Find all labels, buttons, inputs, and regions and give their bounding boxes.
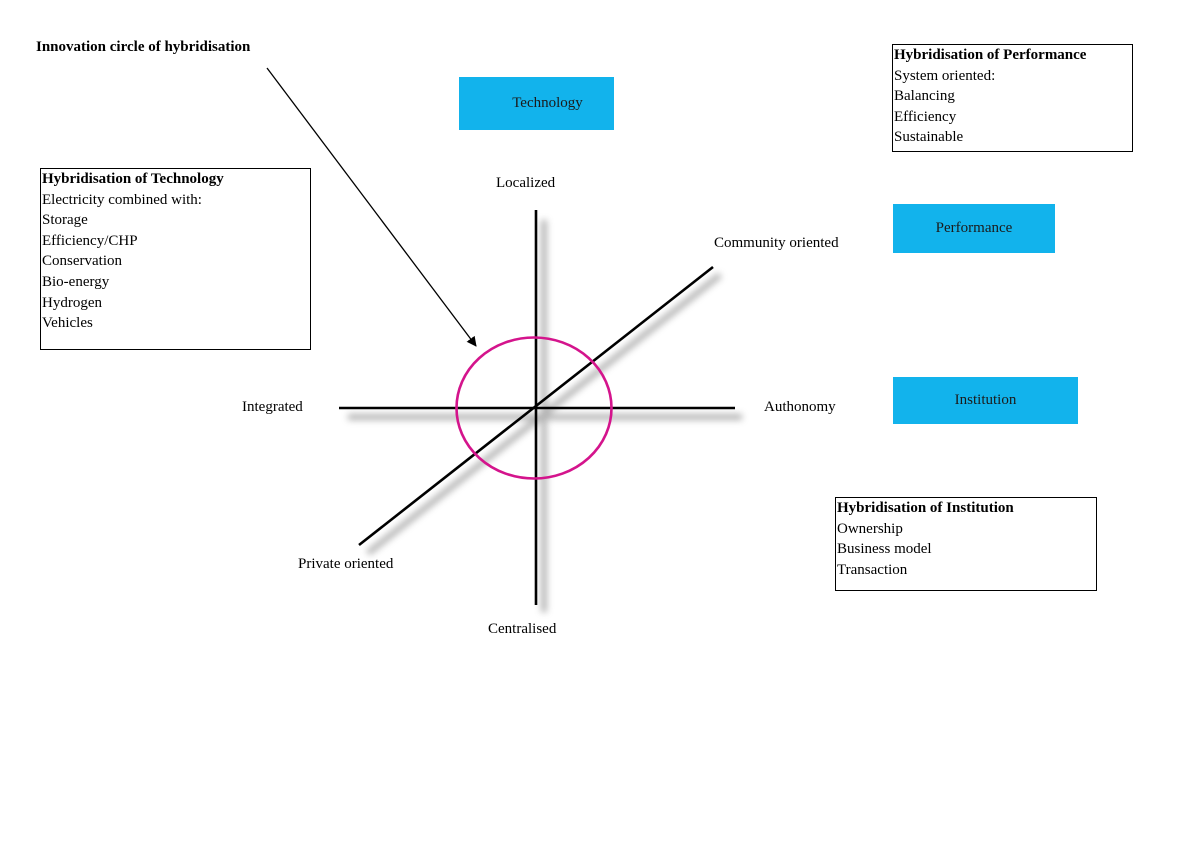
performance-info-item: Sustainable: [894, 129, 964, 146]
performance-dimension-box: Performance: [893, 204, 1055, 253]
axis-label-integrated: Integrated: [242, 399, 303, 415]
performance-info-box: Hybridisation of Performance System orie…: [892, 44, 1133, 152]
technology-info-box: Hybridisation of Technology Electricity …: [40, 168, 311, 350]
technology-info-heading: Hybridisation of Technology: [42, 171, 224, 187]
institution-dimension-box: Institution: [893, 377, 1078, 424]
diagram-title: Innovation circle of hybridisation: [36, 39, 251, 55]
institution-info-box: Hybridisation of Institution Ownership B…: [835, 497, 1097, 591]
technology-info-item: Bio-energy: [42, 273, 110, 290]
pointer-arrow: [266, 67, 477, 347]
institution-info-item: Business model: [837, 541, 932, 558]
technology-info-item: Storage: [42, 212, 88, 229]
institution-info-item: Transaction: [837, 561, 908, 578]
technology-info-item: Vehicles: [42, 315, 93, 332]
technology-info-item: Electricity combined with:: [42, 191, 202, 208]
axis-label-community-oriented: Community oriented: [714, 235, 839, 251]
innovation-circle: [455, 336, 613, 480]
performance-info-item: Efficiency: [894, 108, 957, 125]
axis-shadows: [348, 220, 742, 612]
axis-label-centralised: Centralised: [488, 621, 557, 637]
technology-info-item: Efficiency/CHP: [42, 232, 138, 249]
performance-info-item: System oriented:: [894, 67, 996, 84]
diagonal-axis: [358, 265, 714, 547]
technology-info-item: Conservation: [42, 253, 122, 270]
axis-label-private-oriented: Private oriented: [298, 556, 394, 572]
axis-label-authonomy: Authonomy: [764, 399, 836, 415]
axis-label-localized: Localized: [496, 175, 556, 191]
technology-dimension-box: Technology: [459, 77, 614, 130]
institution-info-item: Ownership: [837, 520, 903, 537]
performance-info-heading: Hybridisation of Performance: [894, 47, 1087, 63]
institution-info-heading: Hybridisation of Institution: [837, 500, 1014, 516]
technology-info-item: Hydrogen: [42, 294, 102, 311]
performance-info-item: Balancing: [894, 88, 955, 105]
